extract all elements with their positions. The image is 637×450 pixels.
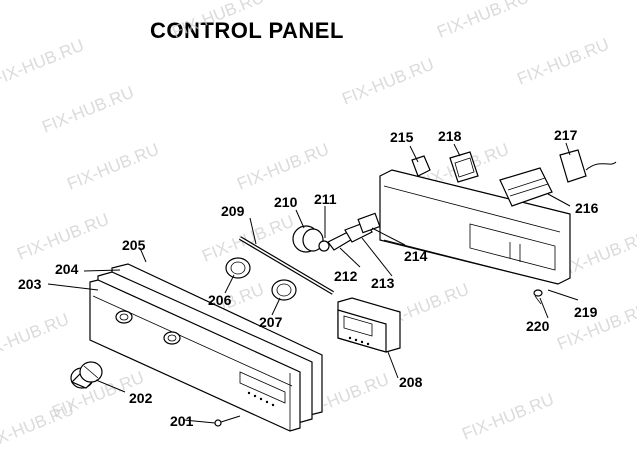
watermark: FIX-HUB.RU — [0, 36, 87, 90]
control-knob — [70, 361, 103, 389]
diagram-title: CONTROL PANEL — [150, 18, 344, 43]
label-220: 220 — [526, 318, 550, 334]
label-206: 206 — [208, 292, 232, 308]
label-212: 212 — [334, 268, 358, 284]
watermark: FIX-HUB.RU — [39, 83, 136, 137]
watermark: FIX-HUB.RU — [0, 400, 77, 450]
switch-assembly — [292, 212, 381, 253]
label-208: 208 — [399, 374, 423, 390]
label-211: 211 — [314, 191, 337, 207]
label-203: 203 — [18, 276, 42, 292]
watermark: FIX-HUB.RU — [234, 140, 331, 194]
label-215: 215 — [390, 129, 414, 145]
part-labels: 201 202 203 204 205 206 207 208 209 210 … — [18, 127, 599, 429]
label-204: 204 — [55, 261, 79, 277]
label-216: 216 — [575, 200, 599, 216]
watermark: FIX-HUB.RU — [514, 35, 611, 89]
label-214: 214 — [404, 248, 428, 264]
label-201: 201 — [170, 413, 194, 429]
label-209: 209 — [221, 203, 245, 219]
display-module — [337, 297, 401, 353]
watermark: FIX-HUB.RU — [64, 140, 161, 194]
watermark: FIX-HUB.RU — [169, 0, 266, 42]
label-205: 205 — [122, 237, 146, 253]
label-213: 213 — [371, 275, 395, 291]
clip-parts — [533, 289, 543, 305]
washer-rings — [225, 257, 297, 301]
leader-lines — [47, 142, 579, 424]
watermark: FIX-HUB.RU — [0, 310, 72, 364]
label-217: 217 — [554, 127, 578, 143]
rear-housing — [379, 169, 571, 285]
label-219: 219 — [574, 304, 598, 320]
watermark: FIX-HUB.RU — [339, 55, 436, 109]
label-218: 218 — [438, 128, 462, 144]
top-components — [411, 149, 617, 207]
watermark: FIX-HUB.RU — [14, 210, 111, 264]
watermark: FIX-HUB.RU — [434, 0, 531, 42]
label-207: 207 — [259, 314, 283, 330]
label-202: 202 — [129, 390, 153, 406]
watermark: FIX-HUB.RU — [459, 390, 556, 444]
label-210: 210 — [274, 194, 298, 210]
screw — [214, 415, 241, 427]
watermark: FIX-HUB.RU — [199, 212, 296, 266]
shaft — [238, 236, 335, 295]
front-fascia — [89, 263, 323, 432]
